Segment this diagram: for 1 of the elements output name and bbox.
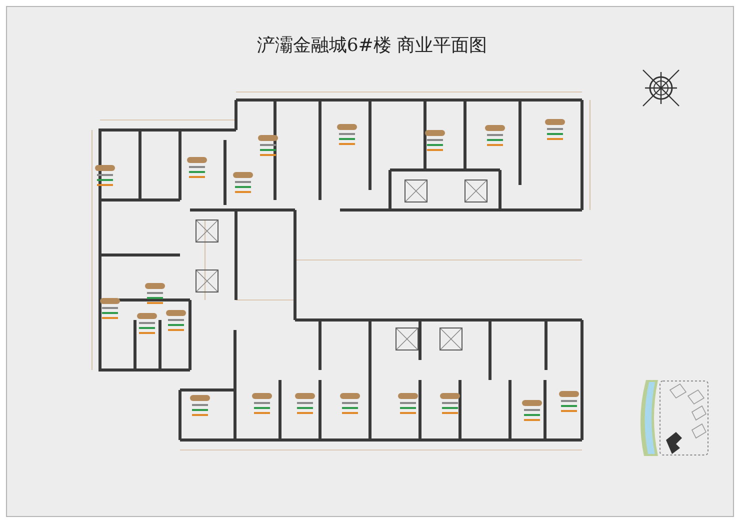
title: 浐灞金融城6#楼 商业平面图 [256,34,488,58]
